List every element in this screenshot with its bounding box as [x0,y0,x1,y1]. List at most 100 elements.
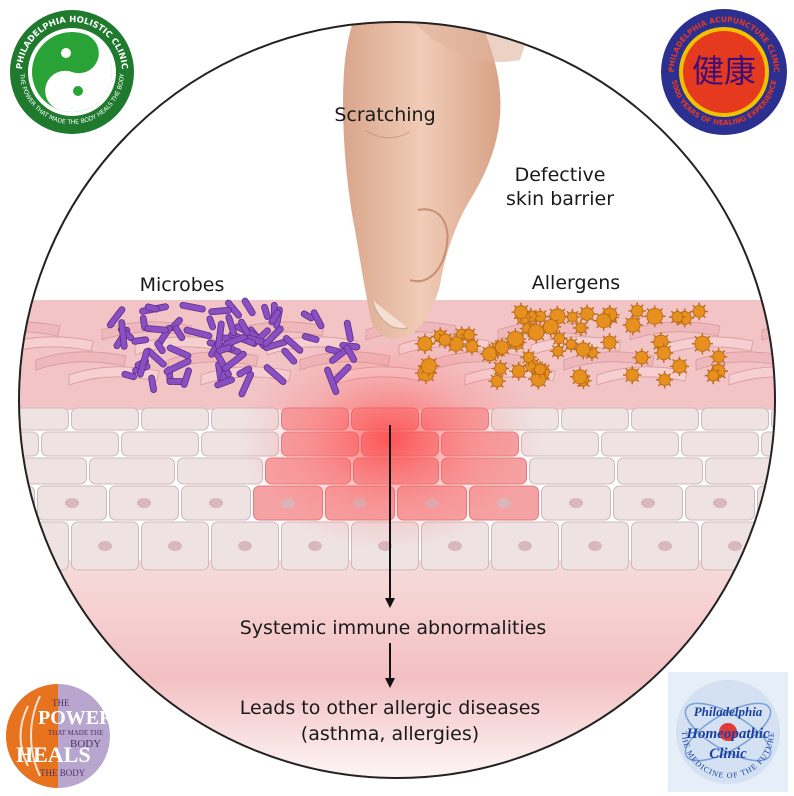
microbe-bacterium [222,350,247,372]
homeopathic-word3: Clinic [709,746,747,762]
atom-icon [719,723,737,741]
microbe-bacterium [281,347,298,365]
allergen-particle [600,332,619,352]
microbe-bacterium [301,333,320,343]
skin-cell [761,431,775,457]
allergen-particle [623,365,642,385]
skin-cell [681,431,759,457]
microbe-bacterium [131,336,150,345]
allergen-particle [654,343,674,363]
skin-cell [617,457,703,485]
allergen-particle [569,366,590,387]
microbe-bacterium [148,374,157,394]
power-the-body: THE BODY [40,768,86,778]
microbe-bacterium [225,313,238,337]
cell-nucleus [98,541,112,551]
allergen-particle [668,308,686,326]
allergen-particle [691,333,713,355]
microbe-bacterium [118,319,128,350]
cell-nucleus [28,541,42,551]
cell-nucleus [448,541,462,551]
power-word: POWER [38,707,114,729]
cell-nucleus [641,498,655,508]
cell-nucleus [137,498,151,508]
diagram-circle [18,21,776,779]
allergen-particle [479,344,500,364]
allergen-particle [550,330,568,347]
power-heals: HEALS [16,742,91,767]
allergen-particle [690,302,709,321]
allergen-particle [540,316,562,338]
microbe-bacterium [144,325,169,334]
allergen-particle [525,321,548,344]
power-heals-logo: THE POWER THAT MADE THE BODY HEALS THE B… [6,684,114,788]
allergen-particle [572,319,589,336]
skin-cell [705,457,775,485]
allergen-particle [704,367,722,385]
microbe-bacterium [263,364,287,386]
skin-cell [771,521,775,571]
scratching-finger-icon [343,22,540,339]
allergen-particle [549,343,566,360]
skin-cell [601,431,679,457]
microbe-bacterium [180,367,192,388]
cell-nucleus [658,541,672,551]
microbe-bacterium [106,306,126,329]
power-made: THAT MADE THE [48,729,103,737]
holistic-clinic-logo: PHILADELPHIA HOLISTIC CLINIC THE POWER T… [10,10,134,134]
allergen-particle [643,305,666,328]
cell-nucleus [785,498,794,508]
microbes-cluster [106,297,361,398]
cell-nucleus [65,498,79,508]
microbe-bacterium [144,303,160,313]
microbe-bacterium [166,344,192,360]
skin-cell [19,431,39,457]
allergen-particle [622,314,644,336]
allergen-particle [577,304,597,324]
skin-flake [19,321,61,341]
microbe-bacterium [136,348,151,378]
microbe-bacterium [262,325,284,347]
leads-label-line2: (asthma, allergies) [301,723,479,745]
microbe-bacterium [300,310,315,322]
allergen-particle [573,339,594,360]
allergen-particle [709,347,728,366]
allergens-cluster [414,302,729,390]
skin-cell [561,407,629,431]
microbe-bacterium [216,344,233,355]
power-the-top: THE [52,698,70,708]
skin-cell [89,457,175,485]
microbe-bacterium [282,335,304,354]
microbe-bacterium [121,370,138,381]
allergen-particle [531,360,549,378]
cell-nucleus [308,541,322,551]
allergen-particle [491,359,510,378]
cell-nucleus [209,498,223,508]
skin-cell [19,521,69,571]
allergen-particle [418,355,440,377]
microbe-bacterium [214,376,235,389]
allergen-particle [655,371,674,389]
microbe-bacterium [241,297,256,317]
allergen-particle [632,348,651,367]
homeopathic-word2: Homeopathic [685,726,770,742]
allergen-particle [669,356,690,377]
skin-cell [631,407,699,431]
allergen-particle [511,302,531,322]
allergen-particle [488,372,506,390]
microbe-bacterium [261,303,271,320]
cell-nucleus [728,541,742,551]
homeopathic-clinic-logo: Philadelphia Homeopathic Clinic THE MEDI… [668,672,788,792]
microbe-bacterium [208,306,232,316]
allergen-particle [593,310,614,331]
microbe-bacterium [343,319,354,343]
skin-cell [71,407,139,431]
homeopathic-word1: Philadelphia [694,704,763,719]
cell-nucleus [518,541,532,551]
defective-barrier-label-line1: Defective [515,164,606,186]
cell-nucleus [168,541,182,551]
skin-cell [41,431,119,457]
allergen-particle [675,308,695,328]
power-body: BODY [70,738,101,750]
spiral-icon [19,695,41,777]
